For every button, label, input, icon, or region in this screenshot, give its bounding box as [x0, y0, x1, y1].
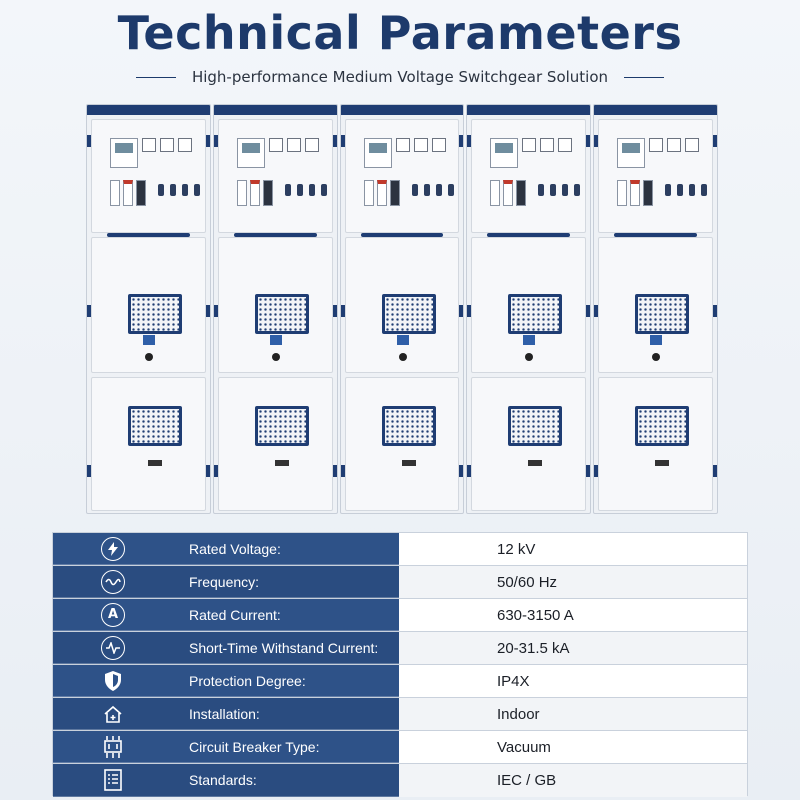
spec-value: IEC / GB — [497, 772, 557, 789]
spec-value: 20-31.5 kA — [497, 639, 570, 657]
page-subtitle: High-performance Medium Voltage Switchge… — [191, 68, 609, 86]
switchgear-cabinet — [593, 104, 718, 514]
spec-row-breaker-type: Circuit Breaker Type: Vacuum — [53, 731, 747, 764]
divider-right — [624, 76, 665, 78]
spec-label: Standards: — [189, 772, 257, 788]
spec-row-standards: Standards: IEC / GB — [53, 764, 747, 797]
spec-row-rated-current: A Rated Current: 630-3150 A — [53, 599, 747, 632]
divider-left — [135, 76, 176, 78]
page-title: Technical Parameters — [117, 6, 683, 60]
spec-row-protection-degree: Protection Degree: IP4X — [53, 665, 747, 698]
spec-label: Rated Current: — [189, 606, 281, 623]
spec-row-short-time-withstand: Short-Time Withstand Current: 20-31.5 kA — [53, 632, 747, 665]
spec-table: Rated Voltage: 12 kV Frequency: 50/60 Hz… — [52, 532, 748, 797]
spec-value: 12 kV — [497, 540, 536, 558]
spec-value: Vacuum — [497, 738, 551, 756]
subtitle-row: High-performance Medium Voltage Switchge… — [0, 66, 800, 88]
spec-row-rated-voltage: Rated Voltage: 12 kV — [53, 533, 747, 566]
document-list-icon — [103, 769, 123, 791]
spec-row-installation: Installation: Indoor — [53, 698, 747, 731]
spec-label: Rated Voltage: — [189, 540, 281, 557]
switchgear-cabinet — [86, 104, 211, 514]
switchgear-cabinet — [466, 104, 592, 514]
spec-row-frequency: Frequency: 50/60 Hz — [53, 566, 747, 599]
breaker-icon — [102, 735, 124, 759]
switchgear-cabinet — [212, 104, 338, 514]
spec-label: Installation: — [189, 705, 260, 722]
switchgear-cabinet — [339, 104, 465, 514]
spec-label: Protection Degree: — [189, 672, 306, 689]
spec-label: Circuit Breaker Type: — [189, 738, 320, 755]
switchgear-image — [86, 104, 718, 514]
ampere-icon: A — [101, 602, 125, 627]
lightning-icon — [101, 536, 125, 561]
spec-value: IP4X — [497, 672, 530, 690]
house-plus-icon — [103, 704, 123, 724]
shield-icon — [103, 670, 123, 692]
spec-value: 50/60 Hz — [497, 573, 558, 591]
spec-label: Short-Time Withstand Current: — [189, 639, 379, 656]
pulse-icon — [101, 635, 125, 660]
spec-label: Frequency: — [189, 573, 260, 590]
spec-value: 630-3150 A — [497, 606, 574, 624]
wave-icon — [101, 569, 125, 594]
spec-value: Indoor — [497, 705, 540, 723]
